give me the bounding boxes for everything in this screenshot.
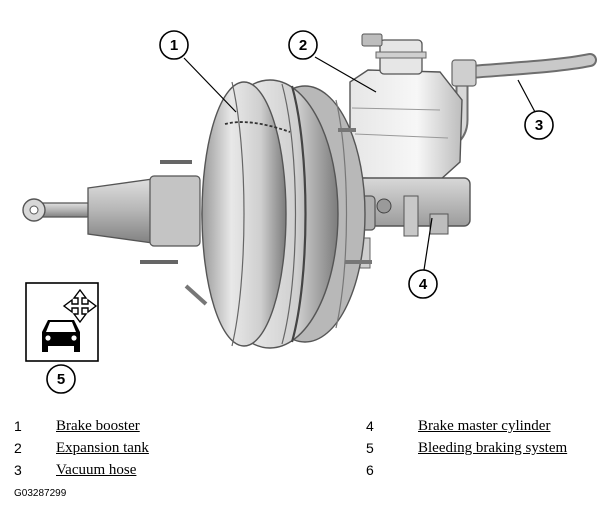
move-arrows-icon — [62, 288, 98, 324]
legend-number: 6 — [366, 462, 374, 478]
legend-link-bleeding-braking-system[interactable]: Bleeding braking system — [418, 440, 568, 456]
bleeding-symbol — [25, 282, 99, 362]
callout-1[interactable]: 1 — [159, 30, 189, 60]
parts-legend: 1 Brake booster 2 Expansion tank 3 Vacuu… — [0, 412, 600, 484]
car-front-icon — [42, 320, 80, 352]
svg-text:1: 1 — [170, 37, 178, 54]
legend-link-brake-booster[interactable]: Brake booster — [56, 418, 140, 434]
brake-booster — [184, 79, 372, 349]
callout-4[interactable]: 4 — [408, 269, 438, 299]
legend-number: 3 — [14, 462, 22, 478]
leader-lines — [183, 56, 536, 271]
figure-id: G03287299 — [14, 488, 67, 499]
legend-number: 1 — [14, 418, 22, 434]
push-rod — [22, 160, 201, 264]
svg-text:5: 5 — [57, 371, 65, 388]
callout-3[interactable]: 3 — [524, 110, 554, 140]
callout-5[interactable]: 5 — [46, 364, 76, 394]
svg-text:2: 2 — [299, 37, 307, 54]
svg-text:4: 4 — [419, 276, 428, 293]
legend-number: 4 — [366, 418, 374, 434]
callout-2[interactable]: 2 — [288, 30, 318, 60]
legend-link-expansion-tank[interactable]: Expansion tank — [56, 440, 149, 456]
expansion-tank — [349, 33, 463, 181]
legend-number: 5 — [366, 440, 374, 456]
legend-number: 2 — [14, 440, 22, 456]
legend-link-vacuum-hose[interactable]: Vacuum hose — [56, 462, 137, 478]
legend-link-brake-master-cylinder[interactable]: Brake master cylinder — [418, 418, 551, 434]
svg-text:3: 3 — [535, 117, 543, 134]
brake-system-diagram: 1 2 3 4 5 — [22, 30, 597, 394]
